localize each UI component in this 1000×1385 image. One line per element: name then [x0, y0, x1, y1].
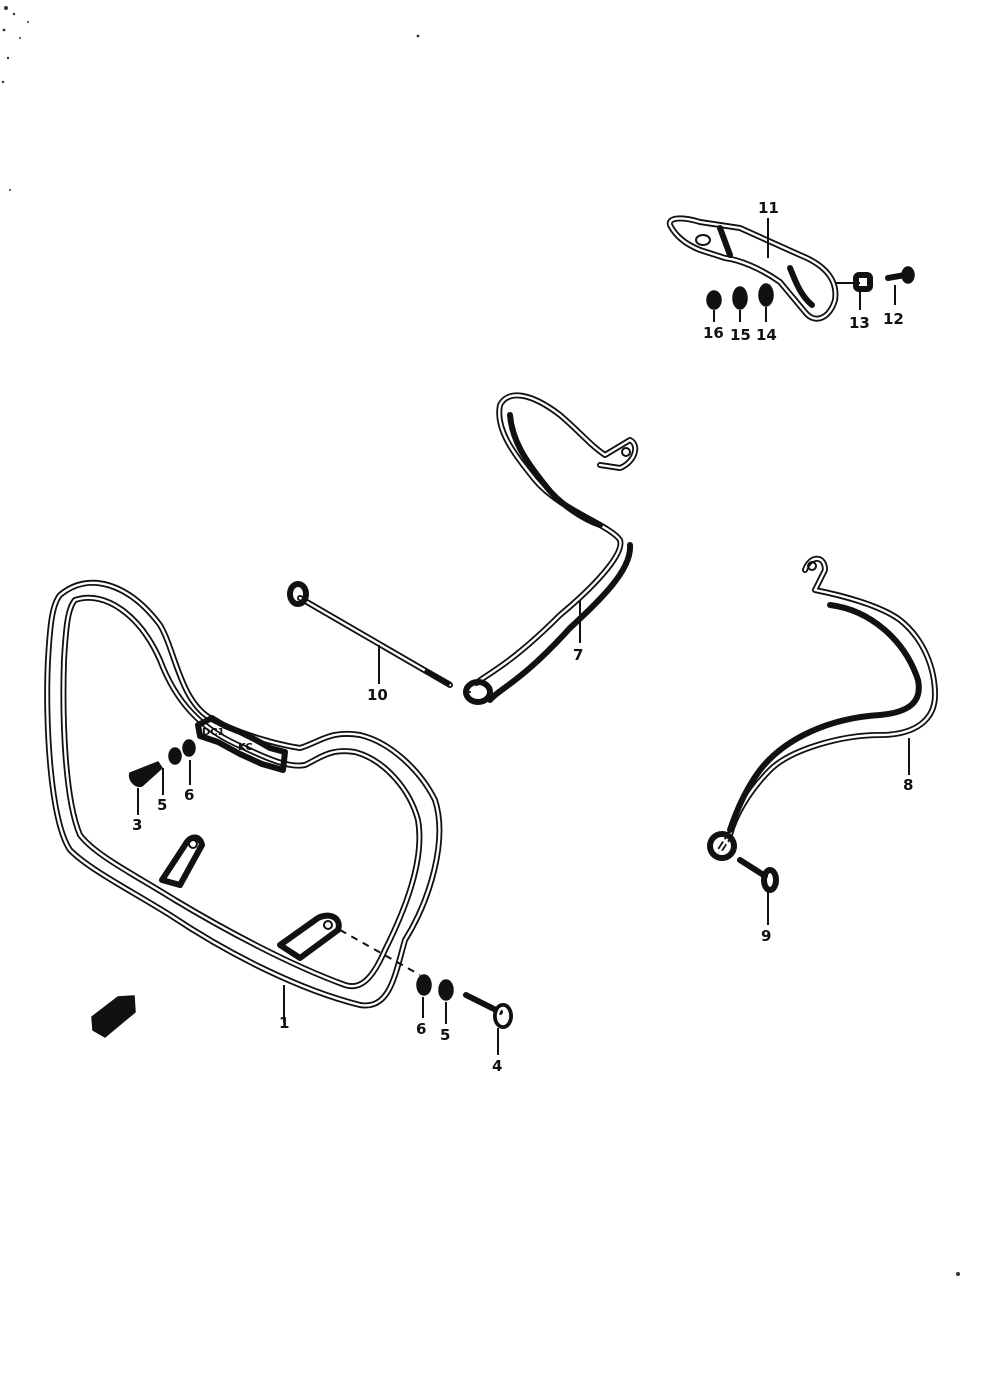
leader-lines: [137, 218, 910, 1055]
part-6-nut-right: [416, 974, 432, 996]
callout-5-right: 5: [440, 1026, 450, 1044]
part-5-washer-right: [438, 979, 454, 1001]
callout-10: 10: [367, 686, 388, 704]
callout-11: 11: [758, 199, 779, 217]
part-3-bolt: [128, 761, 163, 788]
callout-9: 9: [761, 927, 771, 945]
part-8-rear-stay: [707, 555, 938, 861]
part-5-washer-left: [168, 747, 182, 765]
callout-13: 13: [849, 314, 870, 332]
front-direction-arrow-icon: [91, 995, 136, 1038]
callout-14: 14: [756, 326, 777, 344]
part-16-nut: [706, 290, 722, 310]
callout-1: 1: [279, 1014, 289, 1032]
callout-5-left: 5: [157, 796, 167, 814]
callout-6-right: 6: [416, 1020, 426, 1038]
scan-noise: [1, 6, 960, 1276]
callout-7: 7: [573, 646, 583, 664]
part-13-collar: [853, 272, 873, 292]
callout-16: 16: [703, 324, 724, 342]
callout-labels: 1 3 5 6 6 5 4 7 8 9 10 11 12 13 14 15 16: [132, 199, 913, 1075]
callout-15: 15: [730, 326, 751, 344]
part-9-bolt: [737, 857, 779, 893]
part-7-upper-stay: [463, 392, 639, 705]
callout-3: 3: [132, 816, 142, 834]
part-6-nut-left: [182, 739, 196, 757]
part-1-guard-frame: DC1 KC: [44, 579, 443, 1009]
part-12-bolt: [885, 266, 915, 284]
callout-8: 8: [903, 776, 913, 794]
part-15-washer: [732, 286, 748, 310]
svg-text:KC: KC: [238, 742, 253, 753]
callout-6-left: 6: [184, 786, 194, 804]
callout-12: 12: [883, 310, 904, 328]
part-14-washer: [758, 283, 774, 307]
part-11-bracket: [666, 215, 860, 322]
part-10-long-bolt: [287, 581, 453, 688]
svg-text:DC1: DC1: [202, 727, 225, 738]
callout-4: 4: [492, 1057, 502, 1075]
part-4-bolt: [463, 992, 513, 1029]
